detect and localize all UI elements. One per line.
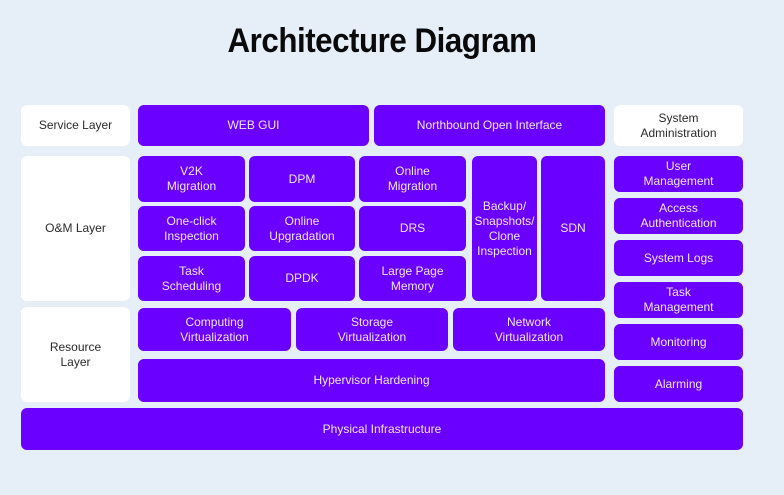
- component-northbound-interface: Northbound Open Interface: [374, 105, 605, 146]
- component-web-gui: WEB GUI: [138, 105, 369, 146]
- sysadmin-task-management: Task Management: [614, 282, 743, 318]
- component-online-migration: Online Migration: [359, 156, 466, 202]
- component-v2k-migration: V2K Migration: [138, 156, 245, 202]
- component-task-scheduling: Task Scheduling: [138, 256, 245, 301]
- component-sdn: SDN: [541, 156, 605, 301]
- component-online-upgradation: Online Upgradation: [249, 206, 355, 251]
- sysadmin-user-management: User Management: [614, 156, 743, 192]
- component-backup-snapshots: Backup/ Snapshots/ Clone Inspection: [472, 156, 537, 301]
- component-drs: DRS: [359, 206, 466, 251]
- layer-label-service: Service Layer: [21, 105, 130, 146]
- sysadmin-alarming: Alarming: [614, 366, 743, 402]
- component-computing-virtualization: Computing Virtualization: [138, 308, 291, 351]
- layer-label-om: O&M Layer: [21, 156, 130, 301]
- page-title: Architecture Diagram: [227, 22, 537, 60]
- component-hypervisor-hardening: Hypervisor Hardening: [138, 359, 605, 402]
- component-physical-infrastructure: Physical Infrastructure: [21, 408, 743, 450]
- sysadmin-access-authentication: Access Authentication: [614, 198, 743, 234]
- component-large-page-memory: Large Page Memory: [359, 256, 466, 301]
- sysadmin-monitoring: Monitoring: [614, 324, 743, 360]
- layer-label-resource: Resource Layer: [21, 307, 130, 402]
- component-storage-virtualization: Storage Virtualization: [296, 308, 448, 351]
- component-dpm: DPM: [249, 156, 355, 202]
- sysadmin-header: System Administration: [614, 105, 743, 146]
- sysadmin-system-logs: System Logs: [614, 240, 743, 276]
- component-one-click-inspection: One-click Inspection: [138, 206, 245, 251]
- component-dpdk: DPDK: [249, 256, 355, 301]
- component-network-virtualization: Network Virtualization: [453, 308, 605, 351]
